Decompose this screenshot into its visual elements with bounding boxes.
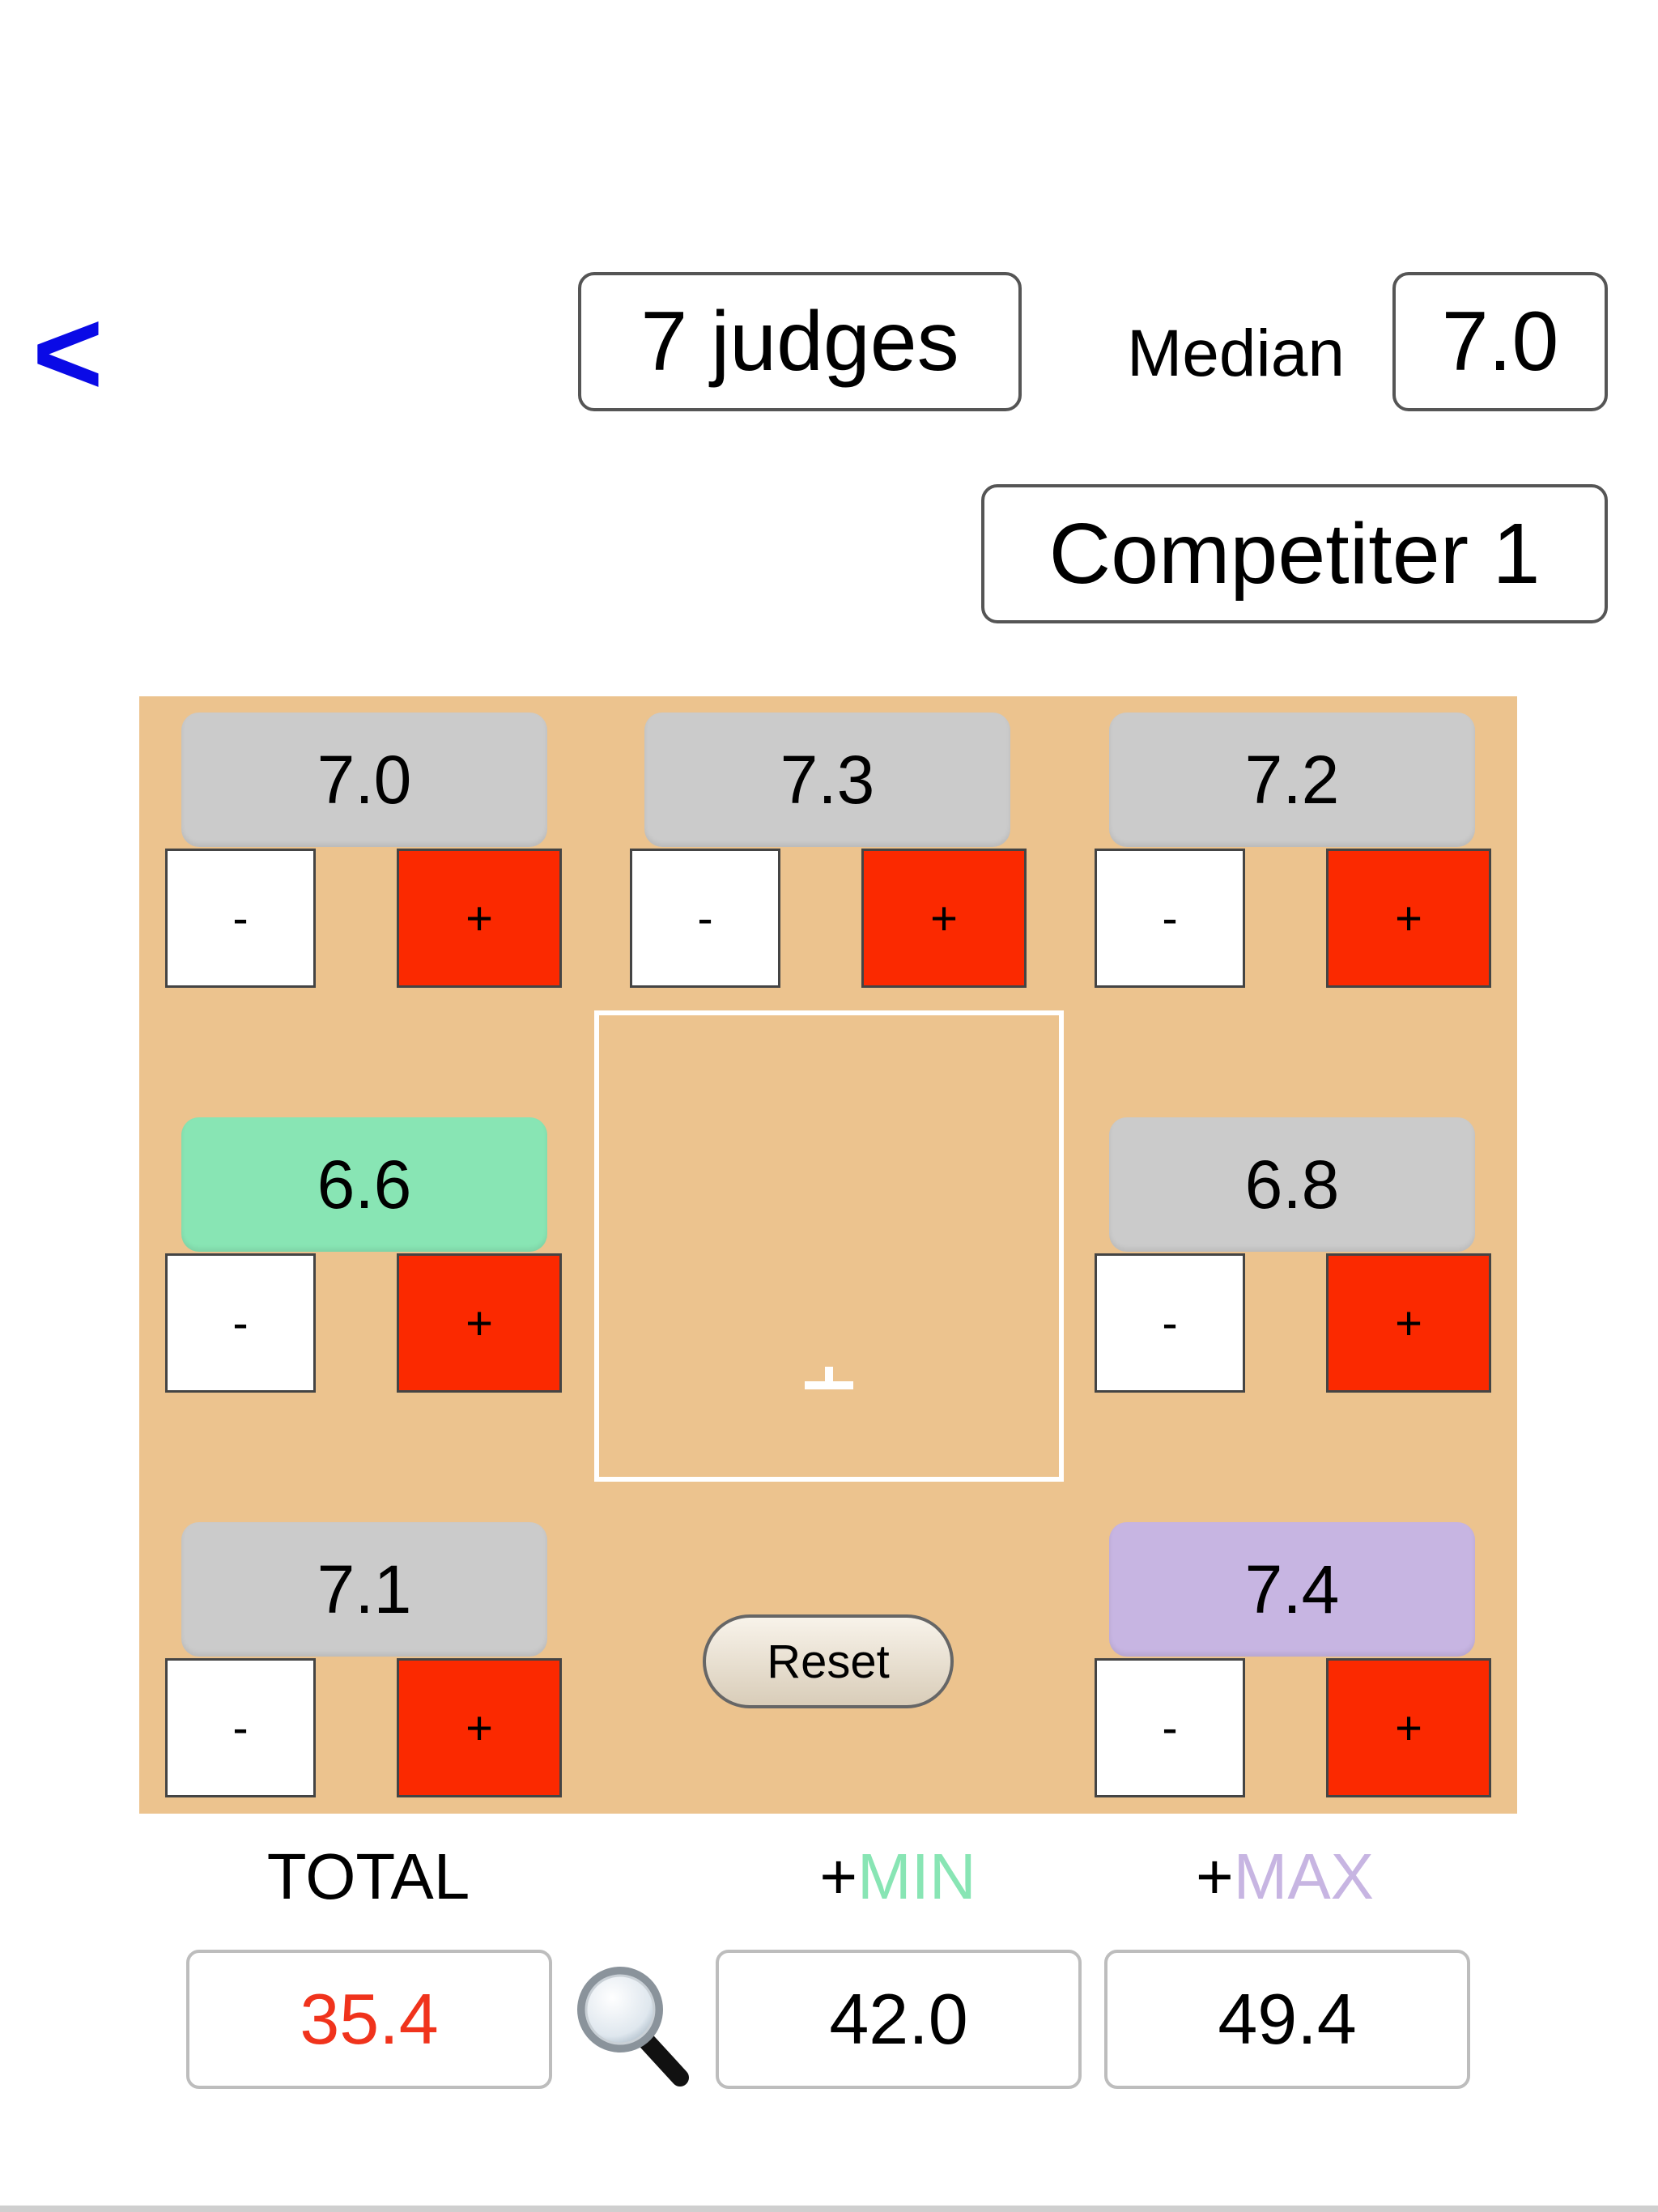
back-button[interactable]: < bbox=[32, 284, 104, 420]
max-label: +MAX bbox=[1103, 1836, 1467, 1917]
judge-7-score: 7.4 bbox=[1109, 1522, 1475, 1657]
center-marker-icon bbox=[805, 1367, 853, 1389]
min-plus: + bbox=[819, 1840, 858, 1912]
max-word: MAX bbox=[1233, 1840, 1375, 1912]
judge-3-minus-button[interactable]: - bbox=[1095, 849, 1245, 988]
judge-7-plus-button[interactable]: + bbox=[1326, 1658, 1491, 1797]
judge-5-minus-button[interactable]: - bbox=[1095, 1253, 1245, 1393]
total-label: TOTAL bbox=[266, 1840, 470, 1912]
judge-6-minus-button[interactable]: - bbox=[165, 1658, 316, 1797]
competitor-button[interactable]: Competiter 1 bbox=[981, 484, 1608, 623]
judge-7-minus-button[interactable]: - bbox=[1095, 1658, 1245, 1797]
min-label: +MIN bbox=[716, 1836, 1080, 1917]
min-value: 42.0 bbox=[716, 1950, 1082, 2089]
judge-5-score: 6.8 bbox=[1109, 1117, 1475, 1252]
median-value: 7.0 bbox=[1392, 272, 1608, 411]
judges-count-button[interactable]: 7 judges bbox=[578, 272, 1022, 411]
max-value: 49.4 bbox=[1104, 1950, 1470, 2089]
judge-6-plus-button[interactable]: + bbox=[397, 1658, 562, 1797]
total-value: 35.4 bbox=[186, 1950, 552, 2089]
judge-4-minus-button[interactable]: - bbox=[165, 1253, 316, 1393]
judge-6-score: 7.1 bbox=[181, 1522, 547, 1657]
judge-4-plus-button[interactable]: + bbox=[397, 1253, 562, 1393]
min-word: MIN bbox=[857, 1840, 976, 1912]
judge-2-minus-button[interactable]: - bbox=[630, 849, 780, 988]
median-label: Median bbox=[1127, 317, 1345, 390]
judge-3-score: 7.2 bbox=[1109, 713, 1475, 847]
judge-1-minus-button[interactable]: - bbox=[165, 849, 316, 988]
bottom-divider bbox=[0, 2206, 1658, 2212]
judge-5-plus-button[interactable]: + bbox=[1326, 1253, 1491, 1393]
center-panel bbox=[594, 1010, 1064, 1482]
judge-3-plus-button[interactable]: + bbox=[1326, 849, 1491, 988]
judge-1-plus-button[interactable]: + bbox=[397, 849, 562, 988]
magnifier-icon[interactable] bbox=[570, 1959, 691, 2089]
reset-button[interactable]: Reset bbox=[703, 1614, 954, 1708]
judge-2-score: 7.3 bbox=[644, 713, 1010, 847]
max-plus: + bbox=[1195, 1840, 1234, 1912]
judge-4-score: 6.6 bbox=[181, 1117, 547, 1252]
judge-1-score: 7.0 bbox=[181, 713, 547, 847]
judge-2-plus-button[interactable]: + bbox=[861, 849, 1027, 988]
